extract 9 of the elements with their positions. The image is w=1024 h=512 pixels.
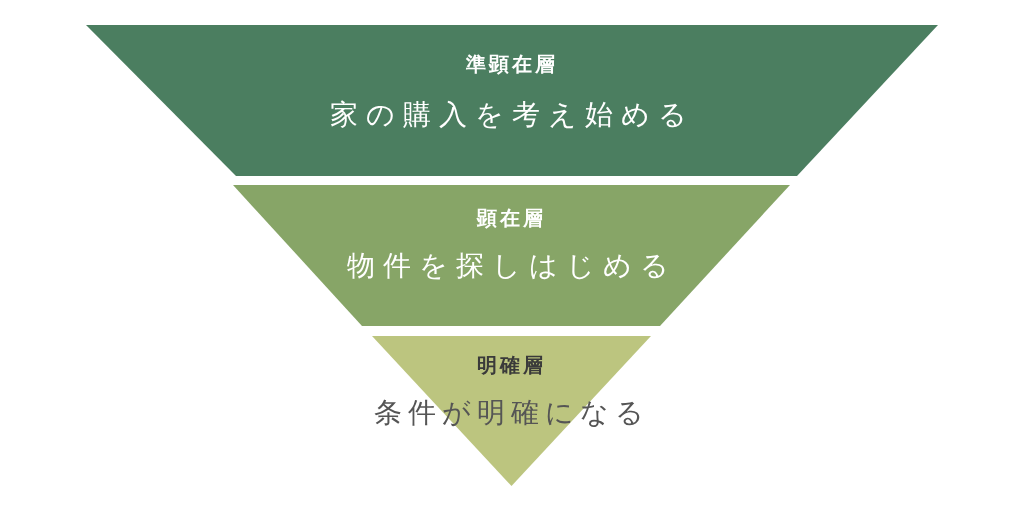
body-text: 物件を探しはじめる <box>345 249 678 283</box>
heading-text: 顕在層 <box>475 206 547 231</box>
body-text: 家の購入を考え始める <box>328 98 696 132</box>
funnel-trapezoid <box>233 185 790 326</box>
heading-text: 準顕在層 <box>465 52 559 77</box>
heading-text: 明確層 <box>476 353 547 378</box>
funnel-trapezoid <box>86 25 938 176</box>
funnel-triangle <box>372 336 651 486</box>
body-text: 条件が明確になる <box>372 396 651 430</box>
